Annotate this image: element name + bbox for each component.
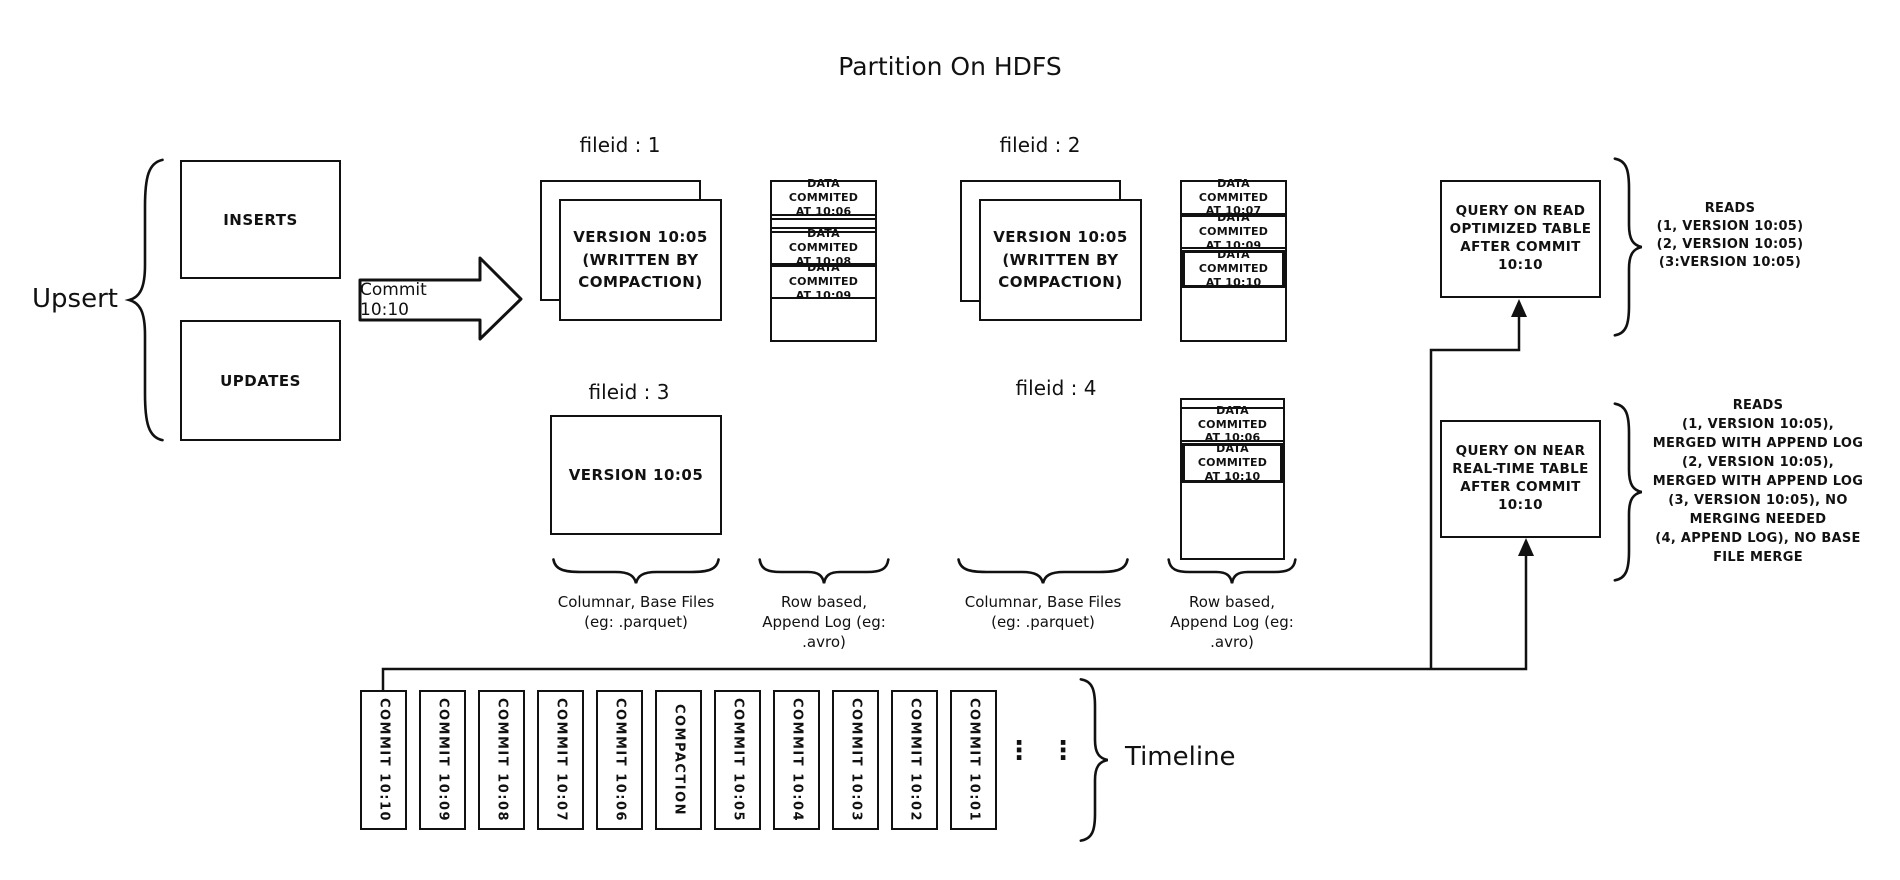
log-entry: DATA COMMITED AT 10:09 (772, 261, 875, 302)
log-entry-latest: DATA COMMITED AT 10:10 (1182, 248, 1285, 289)
timeline-to-readoptimized-connector (1429, 317, 1521, 669)
log-strip (772, 218, 875, 229)
rowbased-legend-1: Row based, Append Log (eg: .avro) (762, 593, 886, 651)
timeline-event-label: COMPACTION (671, 703, 686, 817)
timeline-event-label: COMMIT 10:06 (612, 697, 627, 823)
reads-annotation-near-realtime: READS (1, VERSION 10:05), MERGED WITH AP… (1652, 398, 1864, 565)
log-empty-space (1182, 288, 1285, 340)
timeline-event-label: COMMIT 10:09 (435, 697, 450, 823)
fileid-2-label: fileid : 2 (999, 133, 1081, 157)
columnar-brace-1 (550, 557, 722, 587)
timeline-event: COMMIT 10:03 (832, 690, 879, 830)
arrowhead-near-realtime (1518, 538, 1534, 556)
timeline-event-label: COMMIT 10:04 (789, 697, 804, 823)
timeline-event: COMMIT 10:02 (891, 690, 938, 830)
rowbased-legend-2: Row based, Append Log (eg: .avro) (1170, 593, 1294, 651)
commit-arrow-shape (358, 256, 523, 341)
timeline-event-label: COMMIT 10:10 (376, 697, 391, 823)
log-entry-latest: DATA COMMITED AT 10:10 (1182, 442, 1283, 483)
timeline-event-label: COMMIT 10:05 (730, 697, 745, 823)
columnar-brace-2 (955, 557, 1131, 587)
query-near-realtime-box: QUERY ON NEAR REAL-TIME TABLE AFTER COMM… (1440, 420, 1601, 538)
timeline-event-label: COMMIT 10:02 (907, 697, 922, 823)
fileid-4-append-log: DATA COMMITED AT 10:06 DATA COMMITED AT … (1180, 398, 1285, 560)
fileid-1-label: fileid : 1 (579, 133, 661, 157)
timeline-ellipsis: ⋮ (1050, 736, 1076, 766)
columnar-legend-2: Columnar, Base Files (eg: .parquet) (964, 593, 1122, 631)
upsert-label: Upsert (32, 284, 118, 314)
timeline-event: COMMIT 10:07 (537, 690, 584, 830)
rowbased-brace-2 (1166, 557, 1298, 587)
timeline-event: COMMIT 10:01 (950, 690, 997, 830)
fileid-3-label: fileid : 3 (588, 380, 670, 404)
timeline-event-label: COMMIT 10:08 (494, 697, 509, 823)
timeline-event: COMMIT 10:04 (773, 690, 820, 830)
fileid-2-base-file: VERSION 10:05 (WRITTEN BY COMPACTION) (979, 199, 1142, 321)
reads-brace-1 (1612, 155, 1646, 339)
fileid-2-append-log: DATA COMMITED AT 10:07 DATA COMMITED AT … (1180, 177, 1287, 342)
inserts-box: INSERTS (180, 160, 341, 279)
timeline-event: COMMIT 10:09 (419, 690, 466, 830)
updates-box: UPDATES (180, 320, 341, 441)
fileid-1-base-file: VERSION 10:05 (WRITTEN BY COMPACTION) (559, 199, 722, 321)
columnar-legend-1: Columnar, Base Files (eg: .parquet) (557, 593, 715, 631)
log-strip (1182, 400, 1283, 409)
timeline-ellipsis: ⋮ (1006, 736, 1032, 766)
timeline-event-label: COMMIT 10:03 (848, 697, 863, 823)
timeline-brace (1078, 676, 1112, 844)
timeline-event: COMMIT 10:05 (714, 690, 761, 830)
log-entry: DATA COMMITED AT 10:06 (772, 177, 875, 218)
arrowhead-read-optimized (1511, 299, 1527, 317)
log-entry: DATA COMMITED AT 10:08 (772, 227, 875, 268)
upsert-brace (124, 154, 166, 446)
page-title: Partition On HDFS (838, 52, 1062, 81)
timeline-event-label: COMMIT 10:07 (553, 697, 568, 823)
rowbased-brace-1 (757, 557, 891, 587)
log-entry: DATA COMMITED AT 10:06 (1182, 404, 1283, 444)
timeline-event: COMMIT 10:10 (360, 690, 407, 830)
timeline-event: COMMIT 10:08 (478, 690, 525, 830)
query-read-optimized-box: QUERY ON READ OPTIMIZED TABLE AFTER COMM… (1440, 180, 1601, 298)
log-entry: DATA COMMITED AT 10:09 (1182, 211, 1285, 252)
timeline-event-compaction: COMPACTION (655, 690, 702, 830)
reads-brace-2 (1612, 400, 1646, 584)
fileid-3-base-file: VERSION 10:05 (550, 415, 722, 535)
log-empty-space (772, 299, 875, 340)
timeline-event: COMMIT 10:06 (596, 690, 643, 830)
timeline-label: Timeline (1125, 742, 1236, 772)
timeline-event-label: COMMIT 10:01 (966, 697, 981, 823)
reads-annotation-read-optimized: READS (1, VERSION 10:05) (2, VERSION 10:… (1656, 201, 1804, 270)
fileid-4-label: fileid : 4 (1015, 376, 1097, 400)
log-empty-space (1182, 483, 1283, 558)
timeline-to-nearrealtime-connector (381, 554, 1528, 690)
commit-arrow-label: Commit 10:10 (360, 280, 427, 320)
fileid-1-append-log: DATA COMMITED AT 10:06 DATA COMMITED AT … (770, 177, 877, 342)
log-entry: DATA COMMITED AT 10:07 (1182, 177, 1285, 217)
